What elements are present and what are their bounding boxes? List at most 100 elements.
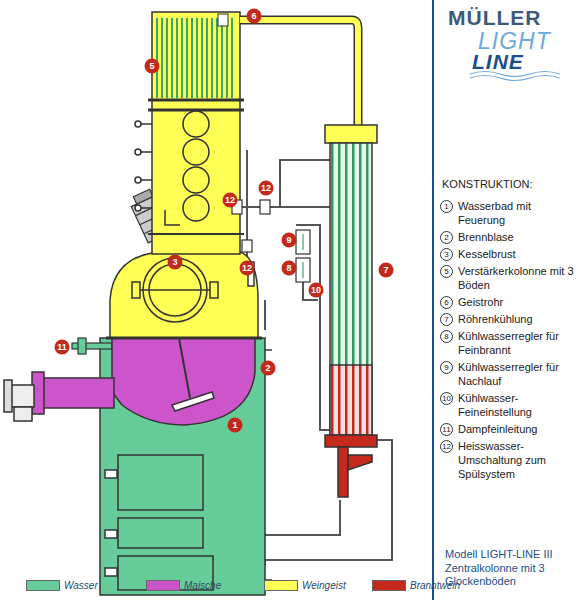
list-text: Geistrohr xyxy=(458,295,574,309)
list-number: 3 xyxy=(440,248,453,261)
drawing-part xyxy=(138,289,212,291)
steam-inlet xyxy=(72,338,112,354)
legend-text: Branntwein xyxy=(410,580,460,591)
list-text: Heisswasser-Umschaltung zum Spülsystem xyxy=(458,439,574,481)
drawing-part xyxy=(296,230,310,254)
drawing-part xyxy=(265,440,392,560)
tube-condenser xyxy=(325,125,377,497)
drawing-part xyxy=(135,121,141,127)
callout-number: 2 xyxy=(261,361,276,376)
parts-list-item: 12 Heisswasser-Umschaltung zum Spülsystem xyxy=(440,439,575,481)
model-caption: Modell LIGHT-LINE III xyxy=(445,548,553,560)
drawing-part xyxy=(183,195,209,221)
drawing-part xyxy=(210,282,218,298)
drawing-part xyxy=(296,225,330,430)
list-number: 9 xyxy=(440,361,453,374)
drawing-part xyxy=(432,0,434,600)
legend-text: Weingeist xyxy=(302,580,346,591)
drawing-part xyxy=(132,282,140,298)
drawing-part xyxy=(302,262,303,278)
legend-entry: Branntwein xyxy=(372,580,460,591)
drawing-part xyxy=(4,380,12,412)
drawing-part xyxy=(240,20,358,128)
list-number: 11 xyxy=(440,423,453,436)
legend-swatch xyxy=(372,580,406,591)
drawing-part xyxy=(14,407,32,421)
list-text: Verstärkerkolonne mit 3 Böden xyxy=(458,264,574,292)
callout-number: 12 xyxy=(240,261,255,276)
drawing-part xyxy=(152,12,240,254)
list-number: 1 xyxy=(440,200,453,213)
drawing-part xyxy=(260,200,270,214)
drawing-part xyxy=(183,111,209,137)
drawing-part xyxy=(133,189,153,204)
drawing-part xyxy=(118,455,203,510)
list-text: Kühlwasserregler für Nachlauf xyxy=(458,360,574,388)
legend-swatch xyxy=(146,580,180,591)
drawing-part xyxy=(105,568,117,576)
parts-list-item: 10Kühlwasser-Feineinstellung xyxy=(440,391,575,419)
list-number: 12 xyxy=(440,440,453,453)
drawing-part xyxy=(110,252,258,338)
drawing-part xyxy=(325,435,377,447)
list-text: Brennblase xyxy=(458,230,574,244)
callout-number: 1 xyxy=(228,418,243,433)
drawing-part xyxy=(148,99,244,102)
drawing-part xyxy=(118,518,203,548)
brand-word: MÜLLER xyxy=(448,6,542,30)
drawing-part xyxy=(280,160,330,207)
parts-list-item: 11 Dampfeinleitung xyxy=(440,422,575,436)
parts-list-item: 3Kesselbrust xyxy=(440,247,575,261)
callout-number: 5 xyxy=(145,59,160,74)
list-text: Wasserbad mit Feuerung xyxy=(458,199,574,227)
drawing-part xyxy=(330,143,372,435)
legend-swatch xyxy=(264,580,298,591)
parts-list: 1 Wasserbad mit Feuerung 2 Brennblase 3Kesse… xyxy=(440,199,575,481)
callout-number: 6 xyxy=(247,9,262,24)
drawing-part xyxy=(165,210,180,225)
drawing-part xyxy=(42,378,114,408)
kettle-dome xyxy=(106,252,262,338)
parts-list-item: 6Geistrohr xyxy=(440,295,575,309)
callout-number: 7 xyxy=(379,263,394,278)
drawing-part xyxy=(302,234,303,250)
callout-number: 8 xyxy=(282,261,297,276)
drawing-part xyxy=(148,233,244,235)
drawing-part xyxy=(183,139,209,165)
drawing-part xyxy=(100,338,265,595)
drawing-part xyxy=(106,337,262,340)
drawing-part xyxy=(105,470,117,478)
legend-entry: Weingeist xyxy=(264,580,346,591)
drawing-part xyxy=(240,20,358,128)
drawing-part xyxy=(156,18,236,98)
parts-list-item: 5Verstärkerkolonne mit 3 Böden xyxy=(440,264,575,292)
callout-number: 9 xyxy=(282,233,297,248)
drawing-part xyxy=(325,125,377,143)
drawing-part xyxy=(240,206,330,208)
list-text: Dampfeinleitung xyxy=(458,422,574,436)
list-number: 8 xyxy=(440,330,453,343)
model-subcaption: Zentralkolonne mit 3 Glockenböden xyxy=(445,562,565,588)
drawing-part xyxy=(338,447,348,497)
legend-text: Wasser xyxy=(64,580,98,591)
drawing-part xyxy=(470,76,560,81)
callout-number: 10 xyxy=(309,283,324,298)
drawing-part xyxy=(265,500,340,535)
parts-list-item: 1 Wasserbad mit Feuerung xyxy=(440,199,575,227)
list-text: Kühlwasserregler für Feinbrannt xyxy=(458,329,574,357)
callout-number: 3 xyxy=(168,255,183,270)
drawing-part xyxy=(135,205,141,211)
rectifier-column xyxy=(135,12,244,254)
list-number: 10 xyxy=(440,392,453,405)
list-text: Röhrenkühlung xyxy=(458,312,574,326)
drawing-part xyxy=(78,338,86,354)
list-number: 2 xyxy=(440,231,453,244)
parts-list-item: 8 Kühlwasserregler für Feinbrannt xyxy=(440,329,575,357)
legend-swatch xyxy=(26,580,60,591)
drawing-part xyxy=(242,240,252,252)
flow-regulators xyxy=(232,200,310,282)
legend-text: Maische xyxy=(184,580,221,591)
drawing-part xyxy=(172,392,214,411)
parts-list-item: 2 Brennblase xyxy=(440,230,575,244)
drawing-part xyxy=(140,124,152,208)
